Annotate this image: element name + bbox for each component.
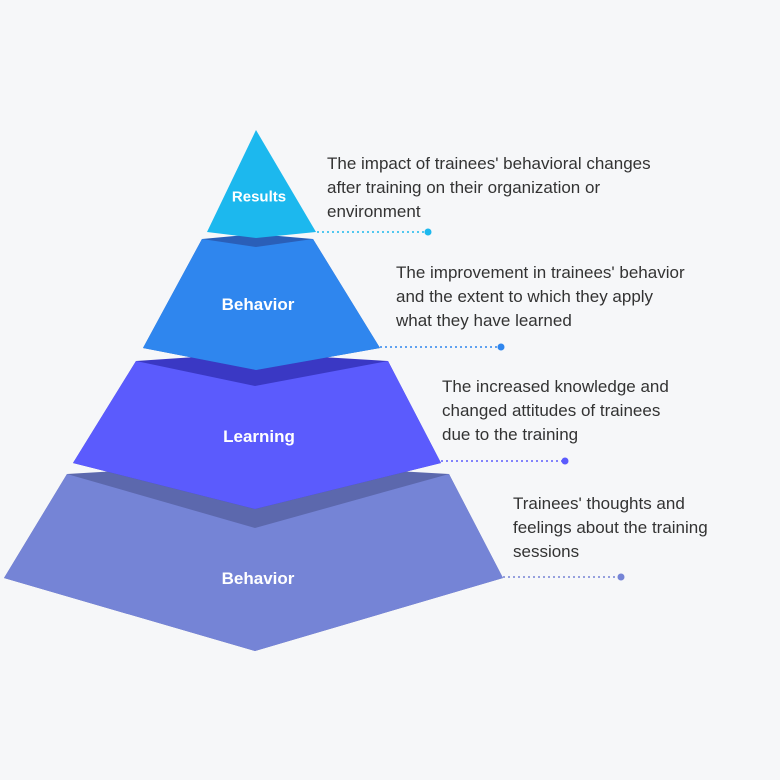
connector-3 (441, 457, 569, 465)
description-line: sessions (513, 542, 580, 561)
level-2-label: Behavior (221, 295, 295, 314)
connector-1 (317, 228, 432, 236)
description-line: after training on their organization or (327, 178, 601, 197)
description-line: The increased knowledge and (442, 377, 669, 396)
connector-dot (561, 457, 569, 465)
description-line: The improvement in trainees' behavior (396, 263, 685, 282)
description-line: environment (327, 202, 421, 221)
level-1-face (207, 130, 316, 238)
connector-dot (497, 343, 505, 351)
description-line: what they have learned (396, 311, 572, 330)
level-3-face (73, 361, 441, 509)
level-4-label: Behavior (221, 569, 295, 588)
level-4-face (4, 474, 503, 651)
level-2-description: The improvement in trainees' behavior an… (396, 261, 685, 333)
connector-dot (424, 228, 432, 236)
level-1-label: Results (231, 188, 287, 206)
description-line: The impact of trainees' behavioral chang… (327, 154, 651, 173)
description-line: feelings about the training (513, 518, 708, 537)
level-4-description: Trainees' thoughts and feelings about th… (513, 492, 708, 564)
level-1-description: The impact of trainees' behavioral chang… (327, 152, 651, 224)
description-line: due to the training (442, 425, 579, 444)
level-2-face (143, 239, 380, 370)
connector-2 (380, 343, 505, 351)
level-3-label: Learning (223, 427, 295, 446)
description-line: changed attitudes of trainees (442, 401, 661, 420)
description-line: and the extent to which they apply (396, 287, 654, 306)
connector-4 (503, 573, 625, 581)
level-3-description: The increased knowledge and changed atti… (442, 375, 669, 447)
connector-dot (617, 573, 625, 581)
description-line: Trainees' thoughts and (513, 494, 685, 513)
